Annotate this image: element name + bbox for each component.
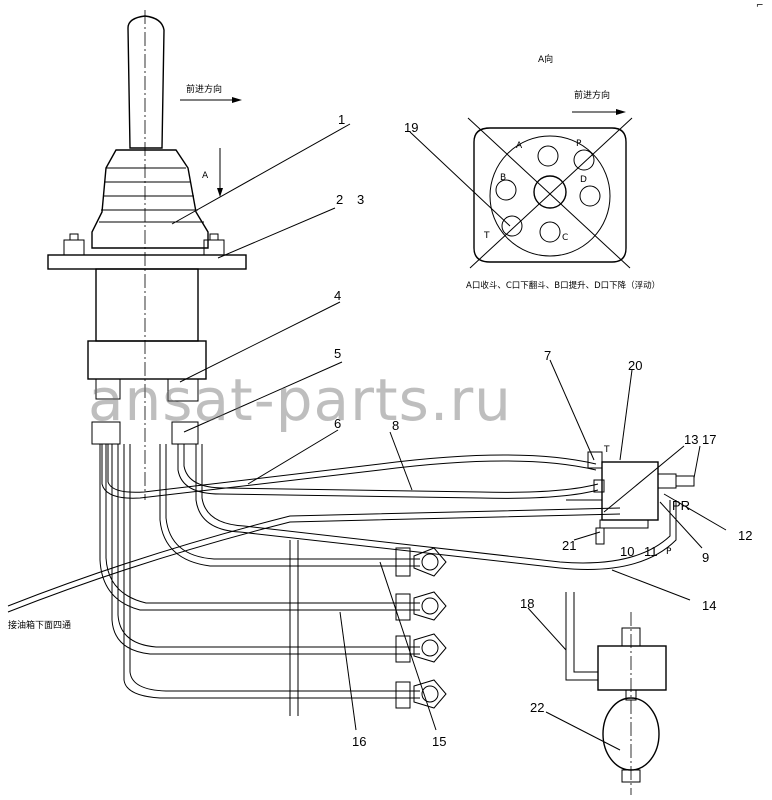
port-d-circle [579,185,601,207]
fitting-row-3 [395,633,447,663]
part-number-4: 4 [334,288,341,303]
port-b-label: B [500,173,506,183]
part-number-20: 20 [628,358,642,373]
valve-base [87,340,207,380]
corner-mark: ⌐ [756,1,764,11]
fitting-row-1 [395,547,447,577]
part-number-22: 22 [530,700,544,715]
port-t-label: T [483,231,490,241]
fittings-right [167,378,199,445]
part-number-14: 14 [702,598,716,613]
part-number-21: 21 [562,538,576,553]
oil-tank-note: 接油箱下面四通 [8,619,71,631]
watermark: ansat-parts.ru [88,366,512,434]
forward-direction-label-left: 前进方向 [186,83,222,95]
part-number-5: 5 [334,346,341,361]
forward-direction-label-right: 前进方向 [574,89,610,101]
port-function-caption: A口收斗、C口下翻斗、B口提升、D口下降（浮动） [466,280,660,291]
port-t-circle [501,215,523,237]
part-number-3: 3 [357,192,364,207]
part-number-6: 6 [334,416,341,431]
manifold-port-t: T [603,445,610,455]
part-number-10: 10 [620,544,634,559]
joystick-handle [127,15,165,149]
part-number-18: 18 [520,596,534,611]
fitting-row-2 [395,591,447,621]
port-p-label: P [576,139,582,149]
part-number-9: 9 [702,550,709,565]
port-b-circle [495,179,517,201]
part-number-19: 19 [404,120,418,135]
flange-bolt-right [203,233,225,256]
part-number-15: 15 [432,734,446,749]
part-number-11: 11 [644,544,658,559]
part-number-2: 2 [336,192,343,207]
manifold-port-p: P [666,547,672,557]
view-a-arrow-label: A [202,171,209,181]
manifold-port-pr: PR [672,498,690,513]
port-a-circle [537,145,559,167]
fitting-row-4 [395,679,447,709]
valve-body [95,268,199,342]
part-number-16: 16 [352,734,366,749]
part-number-8: 8 [392,418,399,433]
part-number-17: 17 [702,432,716,447]
port-c-circle [539,221,561,243]
manifold-block [566,451,695,545]
port-p-circle [573,149,595,171]
part-number-13: 13 [684,432,698,447]
port-d-label: D [580,175,587,185]
annotations: 前进方向 A A向 前进方向 A口收斗、C口下翻斗、B口提升、D口下降（浮动） … [8,1,764,749]
part-number-7: 7 [544,348,551,363]
part-number-12: 12 [738,528,752,543]
rubber-boot [91,149,209,249]
port-c-label: C [562,233,568,243]
view-a-title: A向 [538,53,553,65]
port-a-label: A [516,141,523,151]
hose-end-fittings [395,547,447,709]
auxiliary-valve-22 [565,592,667,795]
joystick-assembly [47,10,247,500]
leader-lines [171,123,727,751]
flange-bolt-left [63,233,85,256]
view-a-port-layout [467,109,633,269]
hose-bundle [7,444,677,716]
part-number-1: 1 [338,112,345,127]
mounting-flange [47,254,247,270]
